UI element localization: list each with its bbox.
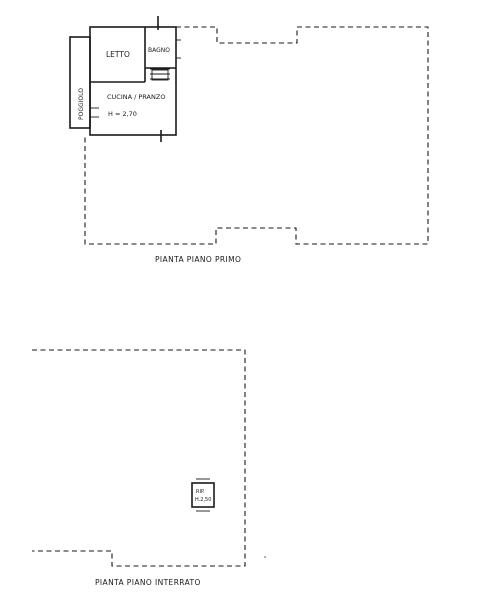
balcony-label: POGGIOLO [78,88,85,120]
stray-mark [264,556,266,558]
bathroom-label: BAGNO [148,47,170,54]
basement-caption: PIANTA PIANO INTERRATO [95,578,201,587]
bedroom-label: LETTO [106,50,130,59]
first-floor-plan: LETTO BAGNO CUCINA / PRANZO H = 2,70 POG… [69,16,429,264]
basement-outline [32,349,246,567]
apartment-walls [89,16,181,142]
kitchen-label: CUCINA / PRANZO [107,93,165,101]
storage-height-label: H.2,50 [195,497,211,503]
basement-plan: RIP. H.2,50 PIANTA PIANO INTERRATO [32,349,266,587]
storage-label: RIP. [196,489,205,495]
kitchen-height-label: H = 2,70 [108,110,137,118]
storage-room [191,482,215,508]
first-floor-caption: PIANTA PIANO PRIMO [155,255,241,264]
